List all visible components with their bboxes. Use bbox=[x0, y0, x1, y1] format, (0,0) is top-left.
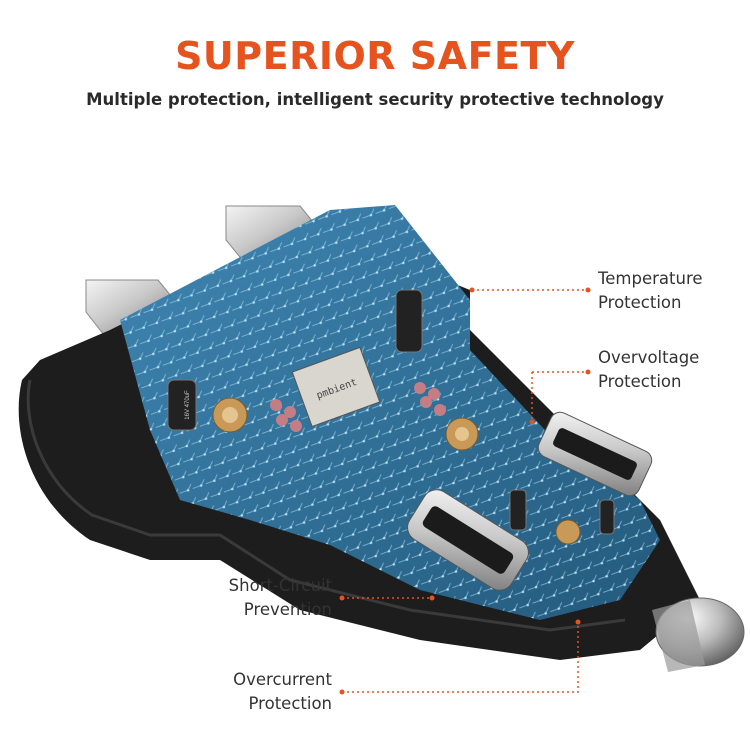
page-title: SUPERIOR SAFETY bbox=[175, 34, 575, 78]
callout-dots bbox=[339, 287, 591, 695]
callout-short-circuit-line1: Short-Circuit bbox=[228, 576, 332, 595]
callout-short-circuit-prevention: Short-Circuit Prevention bbox=[229, 574, 332, 622]
resistors bbox=[270, 382, 446, 432]
callout-overvoltage-line2: Protection bbox=[598, 372, 682, 391]
callout-leaders bbox=[342, 289, 588, 693]
page-subtitle: Multiple protection, intelligent securit… bbox=[86, 90, 664, 109]
callout-temperature-protection: Temperature Protection bbox=[598, 267, 703, 315]
callout-short-circuit-line2: Prevention bbox=[243, 600, 332, 619]
callout-overvoltage-protection: Overvoltage Protection bbox=[598, 346, 699, 394]
callout-overcurrent-line1: Overcurrent bbox=[233, 670, 332, 689]
capacitors: 16V 470uF bbox=[167, 289, 615, 535]
inductors bbox=[212, 397, 581, 545]
callout-temperature-line2: Protection bbox=[598, 293, 682, 312]
callout-overcurrent-protection: Overcurrent Protection bbox=[233, 668, 332, 716]
capacitor-label-1: 16V 470uF bbox=[185, 390, 191, 420]
callout-overcurrent-line2: Protection bbox=[248, 694, 332, 713]
charger-tip bbox=[652, 597, 745, 672]
main-chip: pmbient bbox=[291, 346, 381, 428]
callout-temperature-line1: Temperature bbox=[598, 269, 703, 288]
usb-ports bbox=[407, 411, 653, 591]
callout-overvoltage-line1: Overvoltage bbox=[598, 348, 700, 367]
